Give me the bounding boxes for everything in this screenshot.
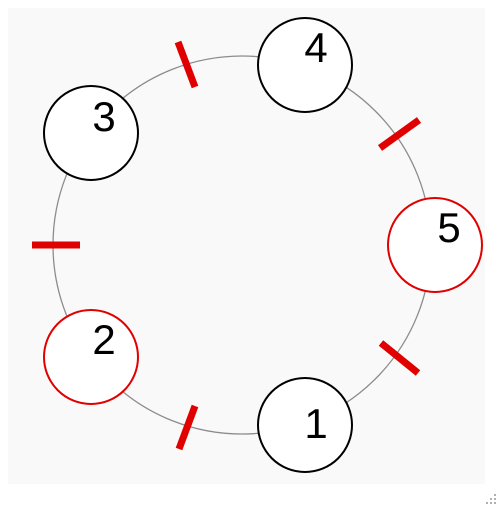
node-4[interactable]: 4 — [257, 17, 353, 113]
resize-grip-icon[interactable] — [486, 494, 498, 506]
node-3-circle — [43, 85, 139, 181]
node-2[interactable]: 2 — [43, 309, 139, 405]
node-5-label: 5 — [437, 204, 460, 251]
node-4-circle — [257, 17, 353, 113]
node-1[interactable]: 1 — [257, 377, 353, 473]
node-3-label: 3 — [92, 93, 115, 140]
node-2-label: 2 — [92, 316, 115, 363]
node-2-circle — [43, 309, 139, 405]
gap-marker-1-2 — [175, 404, 199, 451]
node-1-label: 1 — [304, 400, 327, 447]
gap-marker-3-4 — [174, 40, 199, 89]
node-4-label: 4 — [304, 24, 327, 71]
gap-markers — [32, 40, 422, 451]
node-5-circle — [387, 197, 483, 293]
node-1-circle — [257, 377, 353, 473]
node-3[interactable]: 3 — [43, 85, 139, 181]
gap-marker-4-5 — [377, 117, 422, 151]
node-5[interactable]: 5 — [387, 197, 483, 293]
gap-marker-5-1 — [378, 340, 421, 376]
